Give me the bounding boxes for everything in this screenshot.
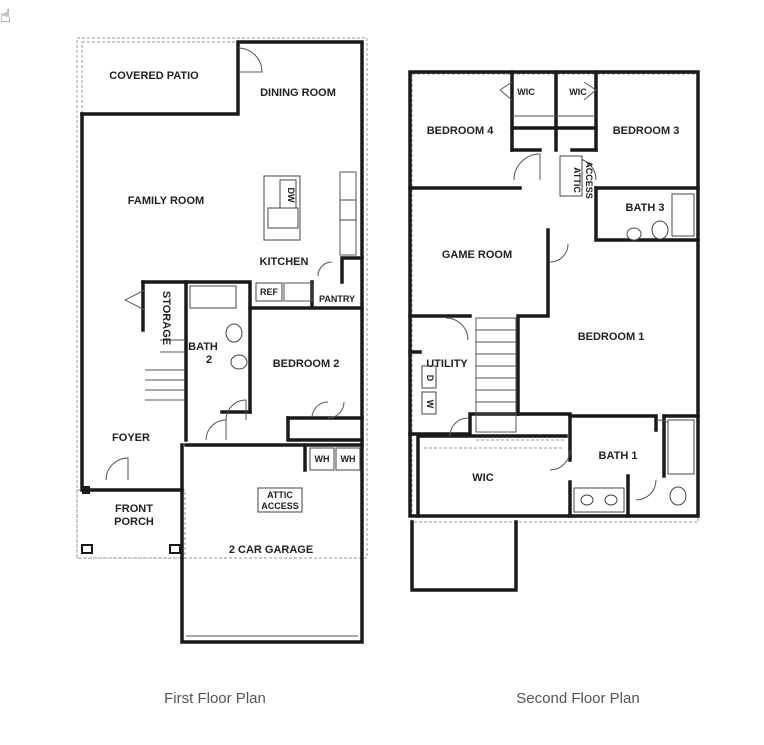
front-porch-label-a: FRONT [115,503,153,515]
attic-access-label-a-2: ATTIC [572,167,582,193]
bath-2-label-b: 2 [206,354,212,366]
foyer-label: FOYER [112,432,150,444]
first-floor-caption: First Floor Plan [164,690,266,707]
bath-1-label: BATH 1 [599,450,638,462]
attic-access-label-b-2: ACCESS [584,161,594,199]
bath-3-label: BATH 3 [626,202,665,214]
front-porch-label-b: PORCH [114,516,154,528]
floor-plans: COVERED PATIO DINING ROOM FAMILY ROOM DW… [76,37,700,644]
wic-left-label: WIC [517,87,535,97]
family-room-label: FAMILY ROOM [128,195,204,207]
second-floor-caption: Second Floor Plan [516,690,640,707]
dryer-label: D [425,375,435,382]
garage-label: 2 CAR GARAGE [229,544,313,556]
bedroom-4-label: BEDROOM 4 [427,125,495,137]
dining-room-label: DINING ROOM [260,87,336,99]
game-room-label: GAME ROOM [442,249,512,261]
bath-2-label-a: BATH [188,341,218,353]
bedroom-1-label: BEDROOM 1 [578,331,645,343]
second-floor-plan: WIC WIC BEDROOM 4 BEDROOM 3 ATTIC ACCESS… [408,70,700,592]
utility-label: UTILITY [426,358,468,370]
bedroom-3-label: BEDROOM 3 [613,125,680,137]
pantry-label: PANTRY [319,294,355,304]
master-wic-label: WIC [472,472,493,484]
hand-pointer-icon: ☝ [0,6,11,27]
first-floor-plan: COVERED PATIO DINING ROOM FAMILY ROOM DW… [76,37,368,644]
attic-access-label-a: ATTIC [267,490,293,500]
water-heater-label-1: WH [315,454,330,464]
dishwasher-label: DW [286,188,296,203]
water-heater-label-2: WH [341,454,356,464]
wic-right-label: WIC [569,87,587,97]
staircase [475,317,517,433]
kitchen-label: KITCHEN [260,256,309,268]
bedroom-2-label: BEDROOM 2 [273,358,340,370]
covered-patio-label: COVERED PATIO [109,70,199,82]
washer-label: W [425,400,435,409]
attic-access-label-b: ACCESS [261,501,299,511]
storage-label: STORAGE [160,291,172,345]
ref-label: REF [260,287,279,297]
